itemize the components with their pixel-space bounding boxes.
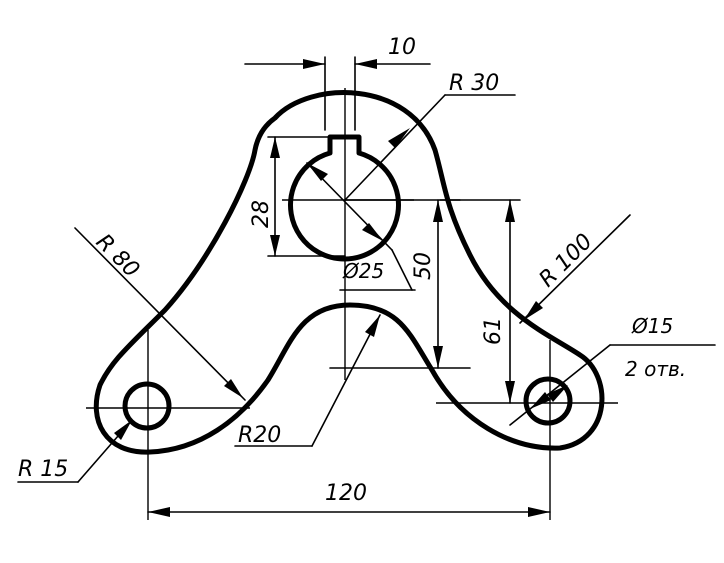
top-radius-label: R 30 xyxy=(449,71,499,96)
dim-slot-width: 10 xyxy=(244,35,431,131)
right-hole xyxy=(523,376,573,426)
slot-width-label: 10 xyxy=(388,35,416,60)
inner-radius-label: R20 xyxy=(238,423,281,448)
lug-radius-label: R 15 xyxy=(18,457,68,482)
dim-inner-radius: R20 xyxy=(234,314,381,448)
dim-base-length: 120 xyxy=(147,481,551,517)
dim-top-radius: R 30 xyxy=(344,71,516,201)
dim-height-61: 61 xyxy=(439,199,521,404)
dim-bore-diameter: Ø25 xyxy=(306,162,416,291)
height-61-label: 61 xyxy=(481,317,506,345)
right-arc-label: R 100 xyxy=(535,229,598,292)
height-50-label: 50 xyxy=(411,252,436,280)
dim-left-arc-radius: R 80 xyxy=(74,227,246,401)
base-length-label: 120 xyxy=(325,481,367,506)
dim-lug-radius: R 15 xyxy=(17,419,133,483)
bore-diameter-label: Ø25 xyxy=(342,259,384,283)
dim-height-50: 50 xyxy=(329,199,471,369)
left-arc-label: R 80 xyxy=(91,230,144,283)
left-hole xyxy=(122,381,172,431)
dim-hole-diameter: Ø15 2 отв. xyxy=(509,314,716,426)
part-outline xyxy=(93,90,605,455)
bore-with-keyway xyxy=(288,134,401,262)
hole-count-label: 2 отв. xyxy=(625,357,686,381)
dim-slot-depth: 28 xyxy=(249,136,346,257)
hole-diameter-label: Ø15 xyxy=(631,314,673,338)
dim-right-arc-radius: R 100 xyxy=(519,214,631,324)
slot-depth-label: 28 xyxy=(249,200,274,228)
